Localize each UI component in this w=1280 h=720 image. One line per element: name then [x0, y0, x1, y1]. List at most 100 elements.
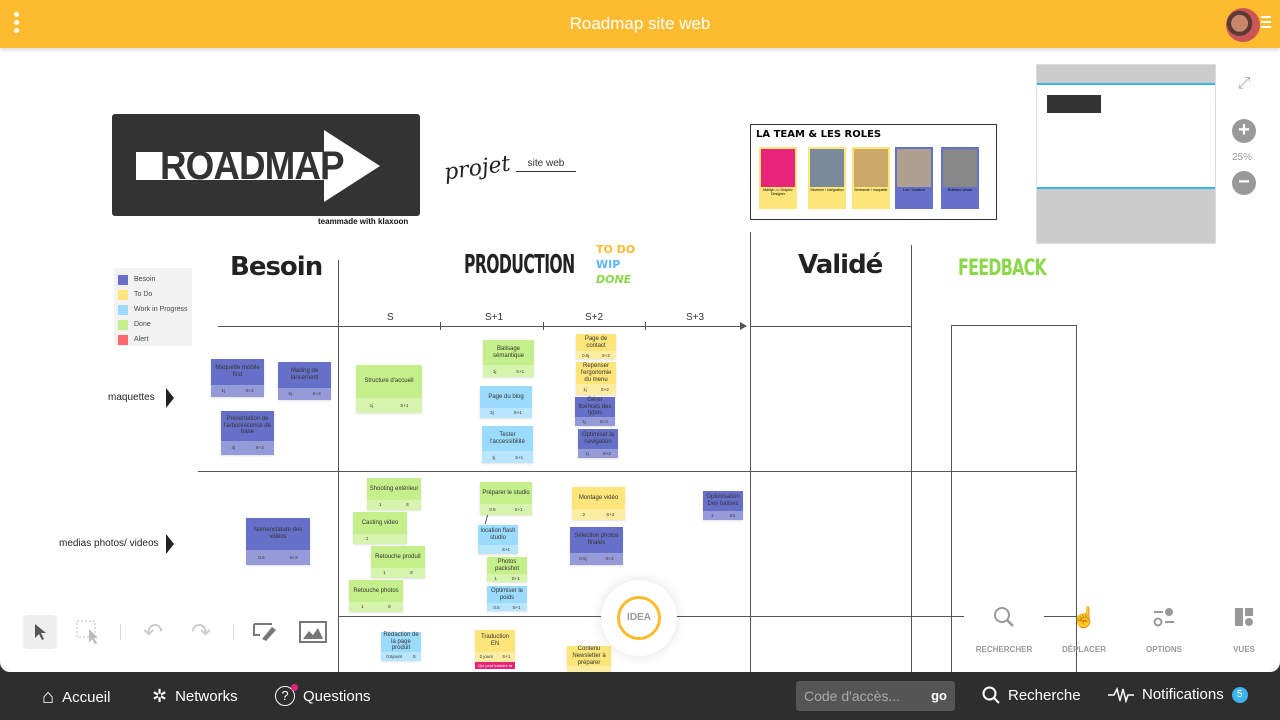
zoom-in-button[interactable]: + — [1232, 119, 1256, 143]
notification-badge: 5 — [1231, 686, 1248, 703]
legend-swatch — [118, 289, 128, 300]
note-title: Retouche photos — [353, 587, 399, 594]
note-title: Mailing de lancement — [290, 368, 319, 381]
note-delai: S3 — [729, 512, 735, 518]
note-delai: S+1 — [502, 654, 511, 660]
team-panel: LA TEAM & LES ROLES Marilyn => Graphic D… — [750, 124, 997, 220]
note-title: Retouche produit — [375, 553, 421, 560]
note-title: Shooting extérieur — [369, 485, 419, 492]
note-title: Structure d'accueil — [364, 378, 414, 385]
member-photo — [943, 149, 977, 187]
note-title: Page du blog — [488, 393, 524, 400]
note-delai: S+1 — [501, 546, 511, 552]
views-tool[interactable]: VUES — [1204, 603, 1280, 654]
note-title: location flash studio — [480, 528, 516, 541]
note-delai: S — [412, 653, 416, 659]
questions-link[interactable]: ?Questions — [275, 684, 371, 706]
note-delai: S+2 — [601, 352, 610, 358]
divider — [750, 232, 751, 672]
redo-icon[interactable]: ↷ — [190, 618, 212, 646]
zoom-out-button[interactable]: − — [1232, 171, 1256, 195]
network-icon: ✲ — [152, 686, 168, 706]
networks-link[interactable]: ✲Networks — [152, 686, 238, 706]
search-tool[interactable]: RECHERCHER — [964, 603, 1044, 654]
access-code-field: go — [796, 681, 955, 711]
note-delai: S+1 — [513, 410, 522, 416]
top-bar: Roadmap site web — [0, 0, 1280, 48]
options-tool[interactable]: OPTIONS — [1124, 603, 1204, 654]
arrow-icon — [166, 534, 174, 554]
go-button[interactable]: go — [931, 688, 947, 703]
question-icon: ? — [275, 684, 298, 706]
note-title: Maquette mobile first — [215, 365, 260, 378]
multi-select-tool[interactable] — [71, 615, 105, 649]
row-label-medias: medias photos/ videos — [59, 538, 159, 549]
tag-todo: TO DO — [596, 243, 636, 256]
note-alert: Qui peut traduire la pag... — [475, 662, 515, 672]
draw-tool[interactable] — [248, 615, 282, 649]
member-photo — [897, 149, 931, 187]
home-link[interactable]: ⌂Accueil — [42, 686, 111, 708]
idea-button[interactable]: IDEA — [601, 580, 677, 656]
user-avatar[interactable] — [1226, 8, 1260, 42]
fullscreen-icon[interactable]: ⤢ — [1237, 75, 1251, 92]
image-tool[interactable] — [296, 615, 330, 649]
select-tool[interactable] — [23, 615, 57, 649]
note-delai: S+1 — [511, 575, 520, 581]
note-charge: 0.5j — [582, 352, 590, 358]
more-menu-icon[interactable] — [10, 12, 22, 36]
note-charge: 1 — [379, 502, 382, 508]
undo-icon[interactable]: ↶ — [142, 618, 164, 646]
divider — [750, 326, 911, 327]
tick — [645, 322, 646, 330]
note-charge: 0.5j — [579, 556, 587, 562]
legend-swatch — [118, 334, 128, 345]
sticky-note[interactable]: Contenu Newsletter à préparer — [567, 646, 611, 672]
team-member: Séverine / Intégration — [808, 147, 846, 209]
legend-swatch — [118, 304, 128, 315]
access-code-input[interactable] — [796, 681, 921, 711]
search-link[interactable]: Recherche — [982, 686, 1081, 704]
note-delai: S — [387, 604, 391, 610]
note-title: Repenser l'ergonomie du menu — [580, 363, 612, 383]
note-charge: 0.5 — [258, 554, 265, 560]
project-label: projet — [442, 151, 512, 186]
note-title: Optimisation Des balises — [706, 494, 740, 507]
note-delai: S+3 — [312, 391, 321, 397]
note-delai: S+2 — [602, 450, 611, 456]
hamburger-icon[interactable] — [1261, 16, 1271, 31]
team-member: Esteban / photo — [941, 147, 979, 209]
move-tool[interactable]: ☝DÉPLACER — [1061, 606, 1106, 655]
note-delai: S+1 — [400, 402, 409, 408]
minimap[interactable] — [1036, 64, 1216, 244]
board-canvas[interactable]: ROADMAP teammade with klaxoon projet sit… — [0, 48, 1280, 672]
arrow-head-icon — [740, 322, 747, 330]
